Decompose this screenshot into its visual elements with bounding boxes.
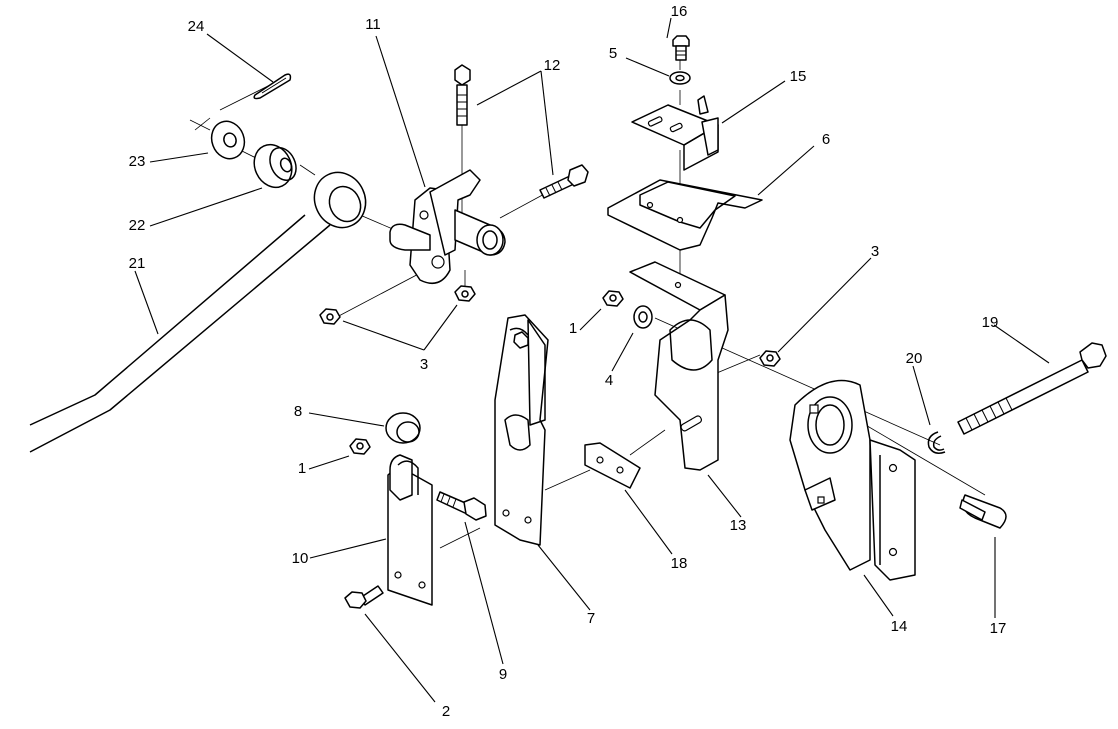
main-bracket-part-13 [629, 261, 729, 471]
callout-9: 9 [499, 666, 507, 683]
callout-22: 22 [129, 217, 146, 234]
callout-labels: 24 23 22 21 11 12 3 16 5 15 6 3 1 4 19 2… [129, 3, 1007, 720]
callout-24: 24 [188, 18, 205, 35]
washer-part-4 [633, 305, 653, 329]
callout-23: 23 [129, 153, 146, 170]
nut-part-3-center [454, 285, 476, 302]
callout-10: 10 [292, 550, 309, 567]
snap-ring-part-20 [927, 431, 946, 454]
callout-4: 4 [605, 372, 613, 389]
pivot-bracket-part-11 [389, 169, 506, 285]
washer-part-23 [210, 120, 246, 160]
bolt-part-12-vertical [454, 64, 471, 126]
callout-3-right: 3 [871, 243, 879, 260]
callout-13: 13 [730, 517, 747, 534]
gasket-plate-part-6 [607, 179, 763, 251]
nut-part-3-right [759, 350, 781, 367]
callout-3-left: 3 [420, 356, 428, 373]
callout-18: 18 [671, 555, 688, 572]
long-bolt-part-19 [957, 342, 1107, 435]
lever-plate-part-7 [494, 314, 549, 546]
rod-part-21 [29, 214, 331, 453]
callout-6: 6 [822, 131, 830, 148]
callout-17: 17 [990, 620, 1007, 637]
callout-15: 15 [790, 68, 807, 85]
bolt-part-9 [436, 491, 487, 521]
callout-20: 20 [906, 350, 923, 367]
callout-19: 19 [982, 314, 999, 331]
bolt-part-12-horizontal [539, 164, 589, 199]
nut-part-1-upper [602, 290, 624, 307]
nut-part-3-left [319, 308, 341, 325]
washer-part-5 [669, 71, 691, 85]
leader-lines [134, 17, 1050, 703]
side-bracket-part-14 [789, 379, 916, 581]
callout-8: 8 [294, 403, 302, 420]
bolt-part-2 [344, 585, 384, 609]
cotter-pin-part-24 [253, 73, 292, 100]
callout-1-lower: 1 [298, 460, 306, 477]
rod-collar-part-22 [313, 171, 367, 229]
screw-part-16 [672, 35, 690, 61]
callout-16: 16 [671, 3, 688, 20]
callout-7: 7 [587, 610, 595, 627]
switch-bracket-part-15 [631, 95, 719, 171]
carriage-bolt-part-17 [959, 494, 1007, 529]
lower-bracket-part-10 [387, 454, 433, 606]
callout-5: 5 [609, 45, 617, 62]
callout-11: 11 [365, 16, 381, 33]
callout-2: 2 [442, 703, 450, 720]
callout-14: 14 [891, 618, 908, 635]
callout-1-upper: 1 [569, 320, 577, 337]
roller-part-8 [385, 412, 421, 444]
bushing-part-22 [253, 143, 297, 189]
callout-12: 12 [544, 57, 561, 74]
nut-part-1-lower [349, 438, 371, 455]
callout-21: 21 [129, 255, 146, 272]
spacer-plate-part-18 [584, 442, 641, 489]
